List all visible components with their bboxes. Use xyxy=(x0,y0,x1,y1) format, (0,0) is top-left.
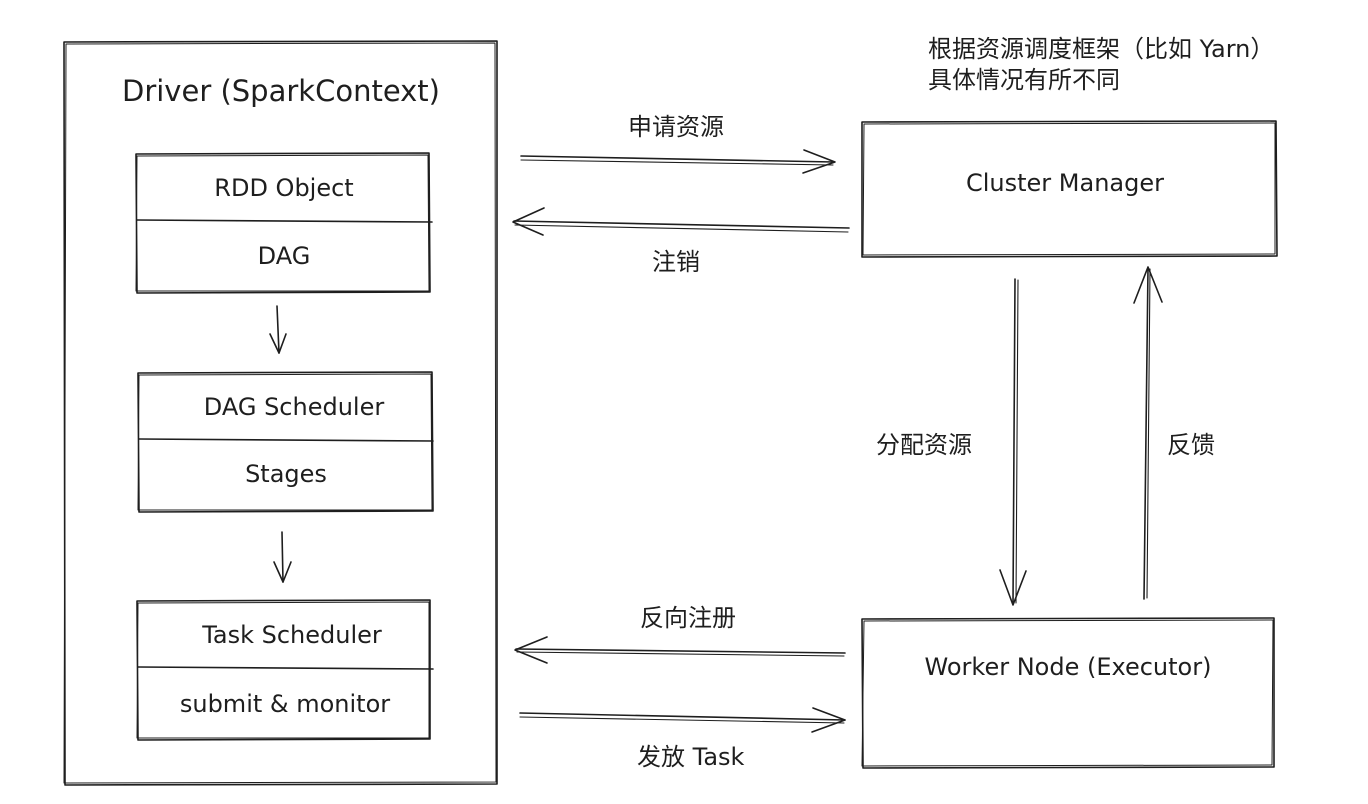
submit-monitor-label: submit & monitor xyxy=(179,690,391,718)
arrow-feedback xyxy=(1133,266,1163,600)
dag-scheduler-label: DAG Scheduler xyxy=(203,393,385,421)
arrow-dag-scheduler-to-task-scheduler xyxy=(273,531,292,583)
label-request-resources: 申请资源 xyxy=(628,113,724,141)
label-feedback: 反馈 xyxy=(1167,431,1215,459)
cluster-manager-label: Cluster Manager xyxy=(965,169,1164,197)
rdd-object-label: RDD Object xyxy=(214,174,354,202)
driver-title: Driver (SparkContext) xyxy=(122,74,440,108)
arrow-rdd-to-dag-scheduler xyxy=(269,305,287,354)
note-line-1: 根据资源调度框架（比如 Yarn） xyxy=(928,35,1275,63)
label-dispatch-task: 发放 Task xyxy=(637,743,745,771)
arrow-allocate-resources xyxy=(999,278,1027,606)
worker-node-box xyxy=(861,617,1275,769)
arrow-unregister xyxy=(512,207,850,236)
arrow-reverse-register xyxy=(514,636,846,664)
stages-label: Stages xyxy=(245,460,327,488)
cluster-manager-box xyxy=(861,120,1278,258)
dag-scheduler-divider xyxy=(138,438,434,442)
rdd-dag-divider xyxy=(136,219,433,223)
dag-label: DAG xyxy=(257,242,311,270)
rdd-dag-box xyxy=(135,152,433,294)
arrow-dispatch-task xyxy=(519,707,846,733)
arrow-request-resources xyxy=(520,149,836,174)
worker-node-label: Worker Node (Executor) xyxy=(924,653,1212,681)
label-allocate-resources: 分配资源 xyxy=(876,431,972,459)
task-scheduler-divider xyxy=(137,666,434,670)
driver-box xyxy=(63,40,498,786)
task-scheduler-label: Task Scheduler xyxy=(202,621,382,649)
note-line-2: 具体情况有所不同 xyxy=(928,66,1120,94)
label-unregister: 注销 xyxy=(652,248,700,276)
task-scheduler-box xyxy=(136,599,434,741)
dag-scheduler-box xyxy=(137,371,434,513)
label-reverse-register: 反向注册 xyxy=(640,604,736,632)
